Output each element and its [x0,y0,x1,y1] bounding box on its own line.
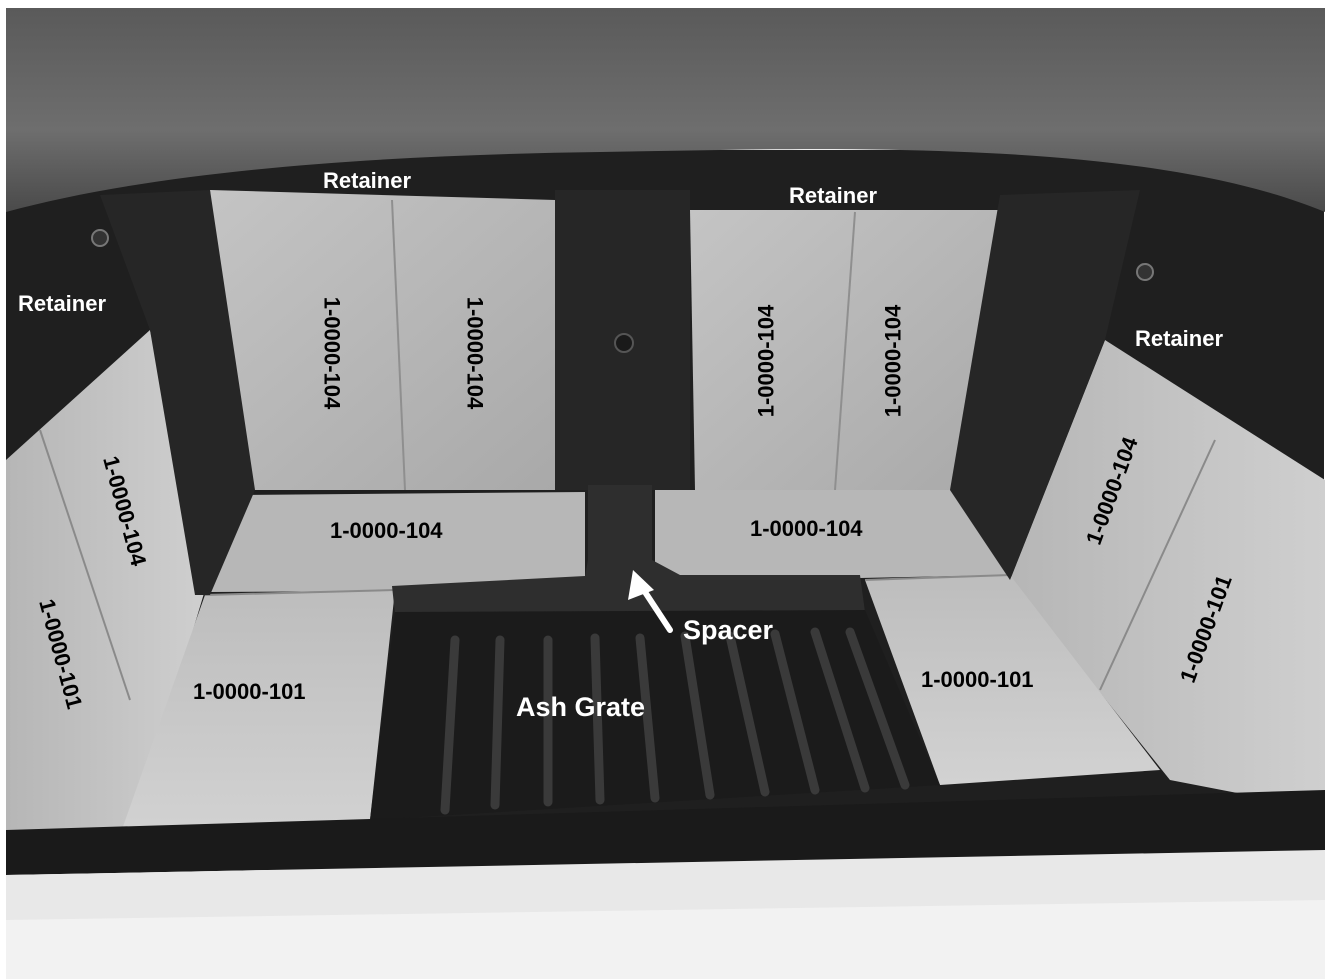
brick-label-back-right-2: 1-0000-104 [880,304,906,418]
back-wall-bricks [210,190,1000,491]
brick-label-back-right-1: 1-0000-104 [753,304,779,418]
ash-grate [370,610,940,820]
retainer-label-top-right: Retainer [789,183,878,208]
retainer-label-left: Retainer [18,291,107,316]
brick-label-floor-back-left: 1-0000-104 [330,518,443,543]
bolt-left [91,229,109,247]
ash-grate-label: Ash Grate [516,692,646,722]
brick-label-floor-back-right: 1-0000-104 [750,516,863,541]
spacer-label: Spacer [683,615,774,645]
retainer-label-top-left: Retainer [323,168,412,193]
right-side-bricks [1010,340,1325,810]
stove-top-arch [6,8,1325,212]
front-lip [6,790,1325,979]
spacer-arrow [628,570,673,633]
bolt-right [1136,263,1154,281]
spacer-bar [392,333,865,614]
floor-bricks [120,490,1160,835]
brick-label-back-left-2: 1-0000-104 [462,296,488,410]
retainer-label-right: Retainer [1135,326,1224,351]
brick-label-floor-front-left: 1-0000-101 [193,679,306,704]
brick-label-back-left-1: 1-0000-104 [319,296,345,410]
left-side-bricks [6,330,205,840]
brick-label-floor-front-right: 1-0000-101 [921,667,1034,692]
